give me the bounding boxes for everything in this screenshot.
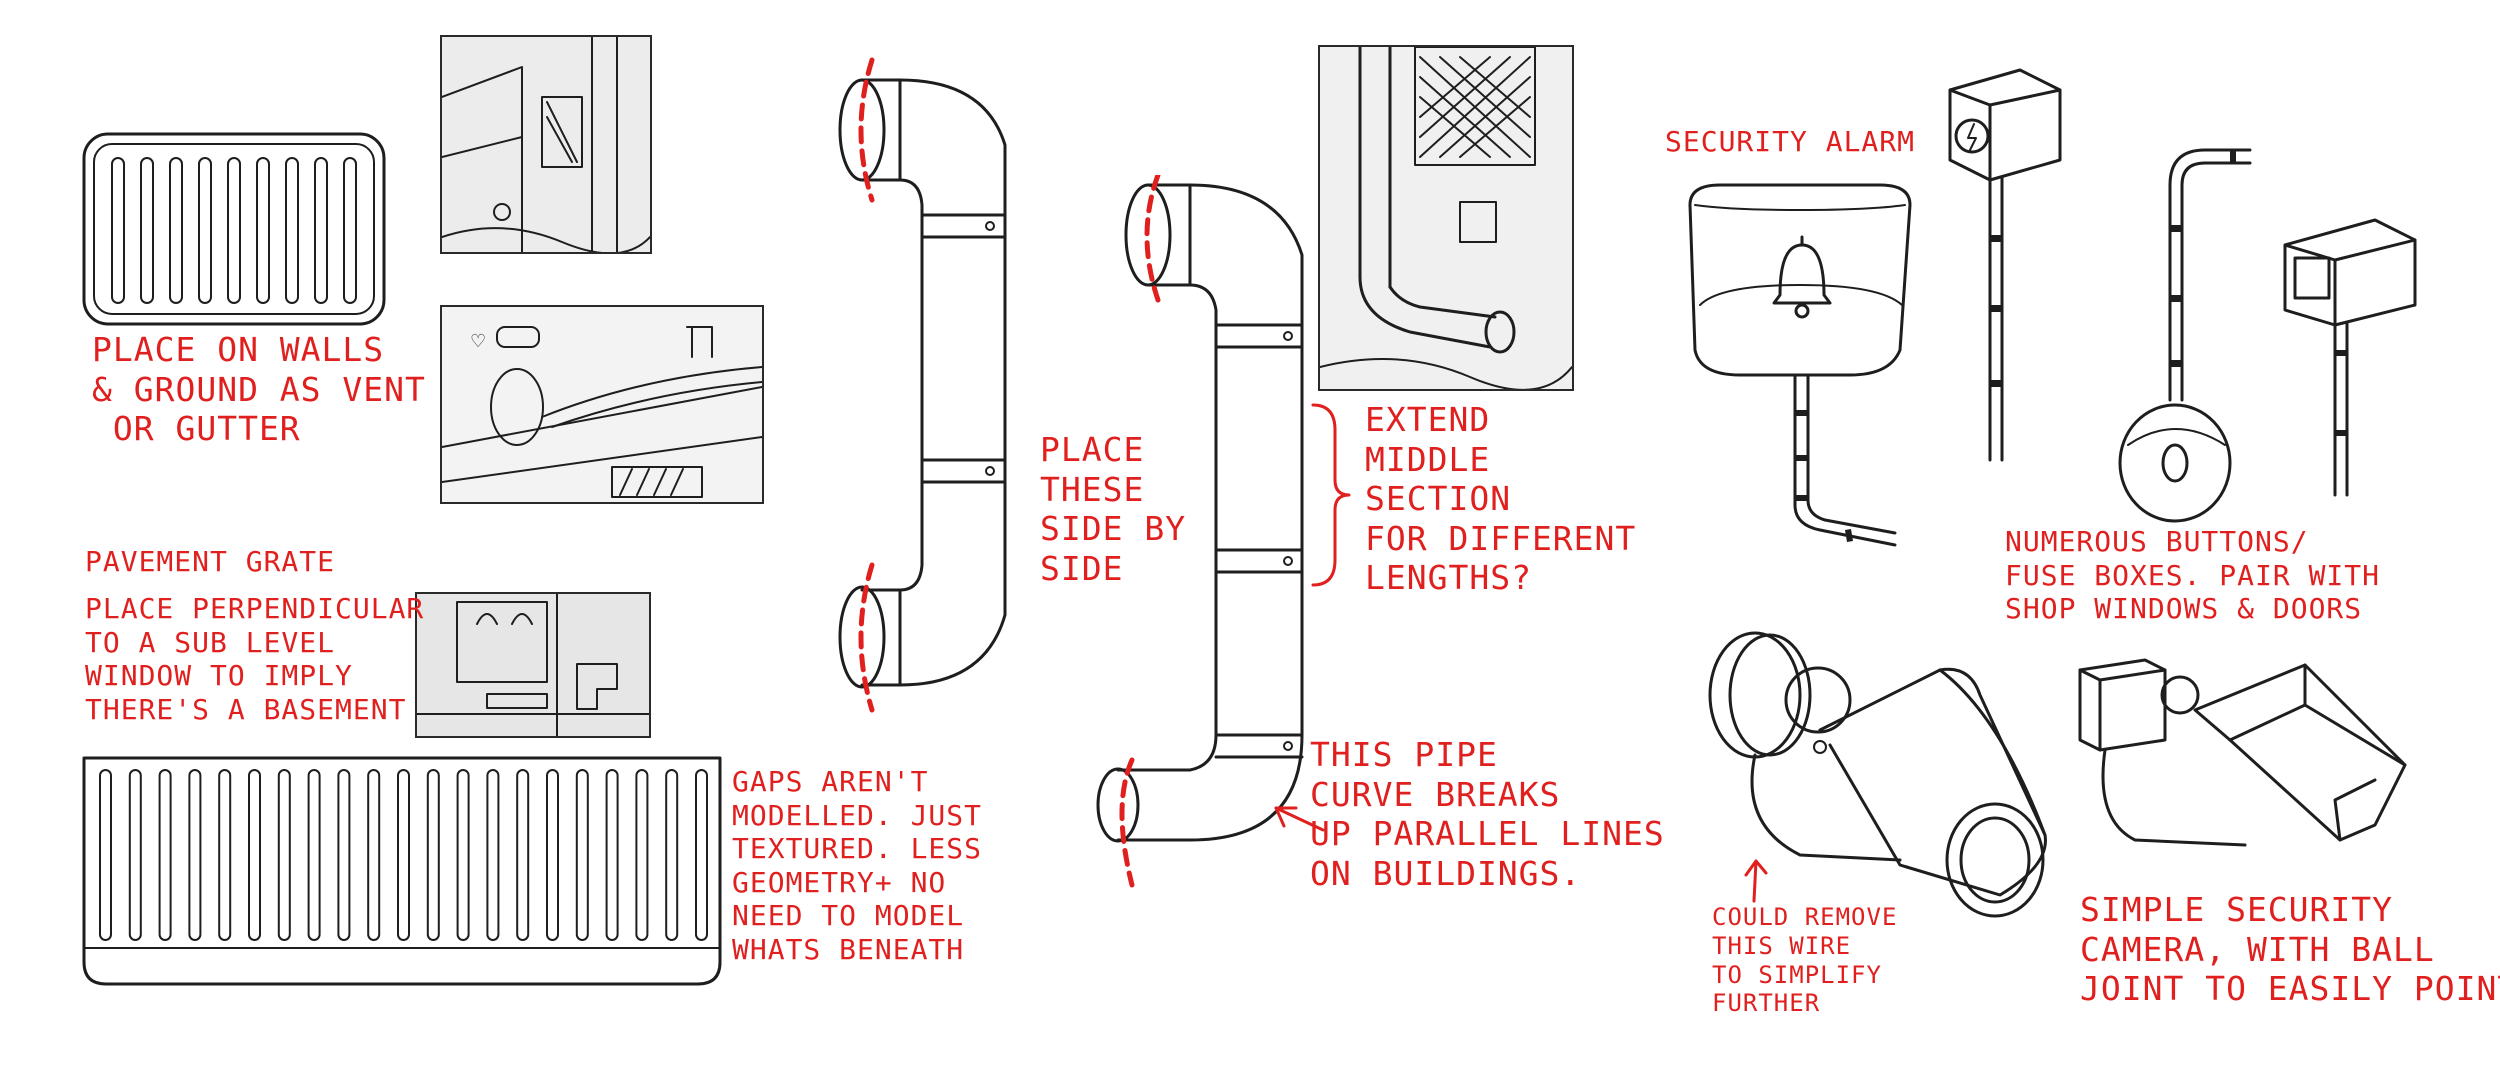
reference-image-character: ♡ [440,305,764,504]
security-alarm-sketch [1688,183,1912,547]
slot [99,769,112,941]
slot [111,157,125,304]
slot [397,769,410,941]
slot [343,157,357,304]
bell-icon [1772,235,1832,319]
slot [665,769,679,941]
slot [140,157,154,304]
note-place-side-by-side: PLACE THESE SIDE BY SIDE [1040,430,1187,588]
note-pavement-title: PAVEMENT GRATE [85,545,336,578]
slot [227,157,241,304]
slot [218,769,232,941]
note-extend-middle: EXTEND MIDDLE SECTION FOR DIFFERENT LENG… [1365,400,1637,598]
lightning-bolt-icon [1967,123,1977,151]
security-camera-ball-joint-sketch [1708,631,2047,918]
reference-image-basement [415,592,651,738]
simple-security-camera-sketch [2078,658,2407,847]
slot [169,157,183,304]
slot [605,769,619,941]
slot [635,769,649,941]
note-security-alarm: SECURITY ALARM [1665,125,1916,158]
slot [198,157,212,304]
note-vent: PLACE ON WALLS & GROUND AS VENT OR GUTTE… [92,330,426,449]
slot [575,769,589,941]
push-button-sketch [2118,148,2252,523]
slot [158,769,172,941]
slot [516,769,530,941]
slot [486,769,500,941]
slot [314,157,328,304]
note-simple-camera: SIMPLE SECURITY CAMERA, WITH BALL JOINT … [2080,890,2500,1009]
reference-image-pipe-wall [1318,45,1574,391]
slot [367,769,381,941]
arrow-pipe-curve [1274,806,1325,832]
slot [695,769,708,941]
extend-brace [1311,403,1351,587]
pavement-grate-sketch [82,756,722,986]
fuse-box-side-sketch [2283,218,2417,497]
small-vent-sketch [82,132,386,326]
slot [307,769,321,941]
note-gaps: GAPS AREN'T MODELLED. JUST TEXTURED. LES… [732,765,983,966]
slot [128,769,142,941]
note-pavement-body: PLACE PERPENDICULAR TO A SUB LEVEL WINDO… [85,592,425,726]
fuse-box-sketch [1948,68,2062,462]
slot [546,769,559,941]
slot [256,157,270,304]
slot [426,769,440,941]
pipe-straight-sketch [838,57,1007,713]
slot [456,769,470,941]
slot [337,769,351,941]
svg-text:♡: ♡ [470,331,486,352]
arrow-remove-wire [1744,859,1768,903]
note-buttons-fuse-boxes: NUMEROUS BUTTONS/ FUSE BOXES. PAIR WITH … [2005,525,2381,626]
slot [285,157,299,304]
note-pipe-curve: THIS PIPE CURVE BREAKS UP PARALLEL LINES… [1310,735,1665,893]
slot [277,769,291,941]
note-remove-wire: COULD REMOVE THIS WIRE TO SIMPLIFY FURTH… [1712,903,1898,1018]
reference-image-alley [440,35,652,254]
slot [248,769,261,941]
pipe-curved-sketch [1096,175,1304,888]
slot [188,769,202,941]
